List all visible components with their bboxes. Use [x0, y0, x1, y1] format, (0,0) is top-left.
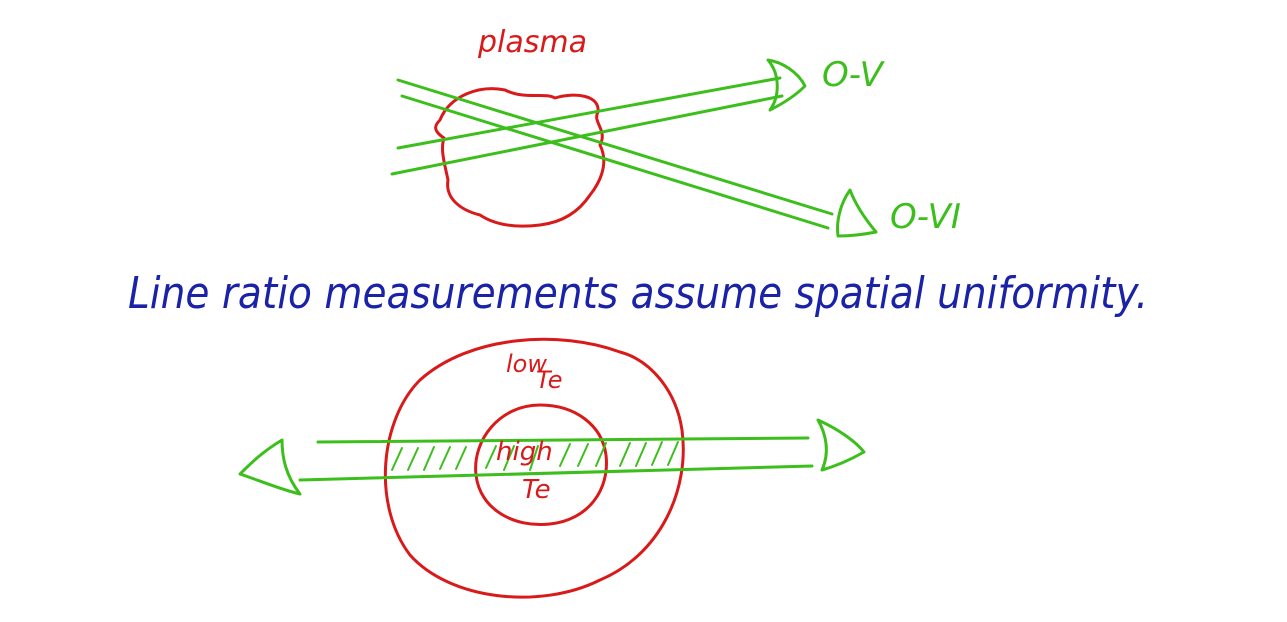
outer-label-symbol: Te [536, 366, 562, 394]
caption-text: Line ratio measurements assume spatial u… [128, 268, 1148, 319]
top-diagram: plasma O-V O-VI [390, 25, 961, 238]
beam-ovi-line-1 [396, 78, 834, 216]
hatch-region [391, 441, 679, 471]
inner-region-circle [474, 403, 608, 527]
inner-label-word: high [496, 437, 553, 467]
beam-ov-line-1 [396, 76, 782, 150]
inner-label-symbol: Te [522, 475, 551, 505]
eye-left-icon [238, 438, 302, 496]
plasma-blob [434, 87, 606, 228]
bottom-diagram: low Te high Te [238, 337, 866, 599]
beam-ovi-line-2 [400, 94, 830, 230]
beam-ov-line-2 [390, 94, 784, 176]
eye-ov-icon [766, 58, 807, 112]
outer-region-circle [383, 337, 685, 599]
detector-upper-label: O-V [822, 55, 886, 95]
outer-label-word: low [506, 350, 547, 378]
plasma-label: plasma [477, 25, 587, 60]
detector-lower-label: O-VI [890, 197, 961, 237]
sightline-upper [316, 436, 810, 444]
sightline-lower [298, 464, 814, 482]
eye-right-icon [816, 418, 866, 472]
eye-ovi-icon [836, 188, 878, 238]
